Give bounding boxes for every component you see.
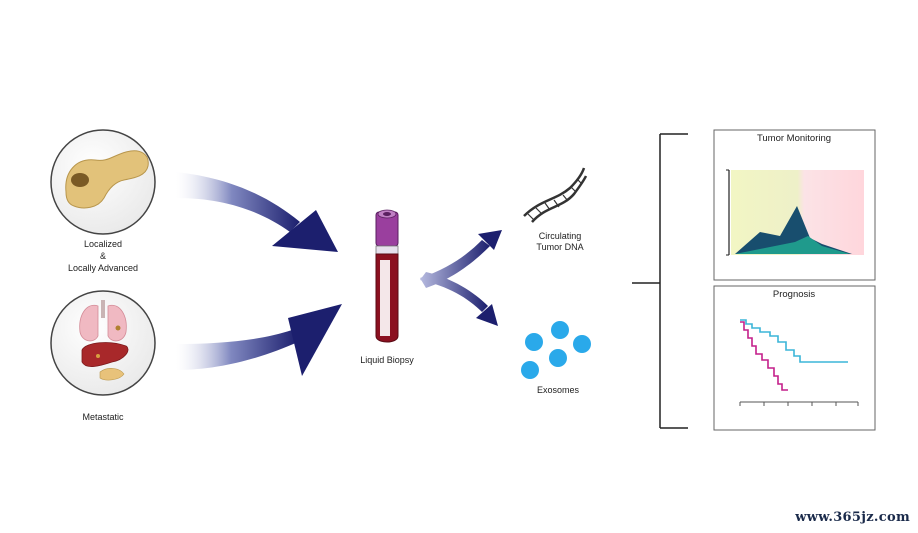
monitoring-dark-area (735, 206, 852, 254)
label-tumor-dna: Tumor DNA (536, 242, 584, 252)
localized-circle (50, 129, 156, 235)
label-locally-advanced: Locally Advanced (67, 263, 139, 273)
label-metastatic: Metastatic (82, 412, 124, 422)
organs-icon (79, 300, 129, 381)
watermark: www.365jz.com (795, 510, 910, 525)
prognosis-cyan-curve (740, 319, 848, 363)
label-exosomes: Exosomes (536, 385, 580, 395)
bracket (632, 133, 688, 429)
pancreas-icon (65, 150, 149, 209)
blood-tube-icon (375, 209, 399, 343)
arrow-biopsy-to-exosomes (420, 272, 498, 326)
dna-helix-icon (523, 167, 588, 223)
arrow-localized-to-biopsy (176, 172, 338, 252)
label-liquid-biopsy: Liquid Biopsy (360, 355, 414, 365)
label-circulating: Circulating (538, 231, 582, 241)
panel-title-prognosis: Prognosis (772, 289, 816, 300)
exosome-icon (521, 321, 591, 379)
arrow-metastatic-to-biopsy (176, 304, 342, 376)
metastatic-circle (50, 290, 156, 396)
panel-title-tumor-monitoring: Tumor Monitoring (756, 133, 832, 144)
tumor-monitoring-panel (713, 129, 876, 281)
prognosis-magenta-curve (740, 321, 788, 391)
label-localized: Localized (83, 239, 123, 249)
prognosis-panel (713, 285, 876, 431)
label-ampersand: & (99, 251, 106, 261)
monitoring-teal-area (735, 236, 850, 254)
